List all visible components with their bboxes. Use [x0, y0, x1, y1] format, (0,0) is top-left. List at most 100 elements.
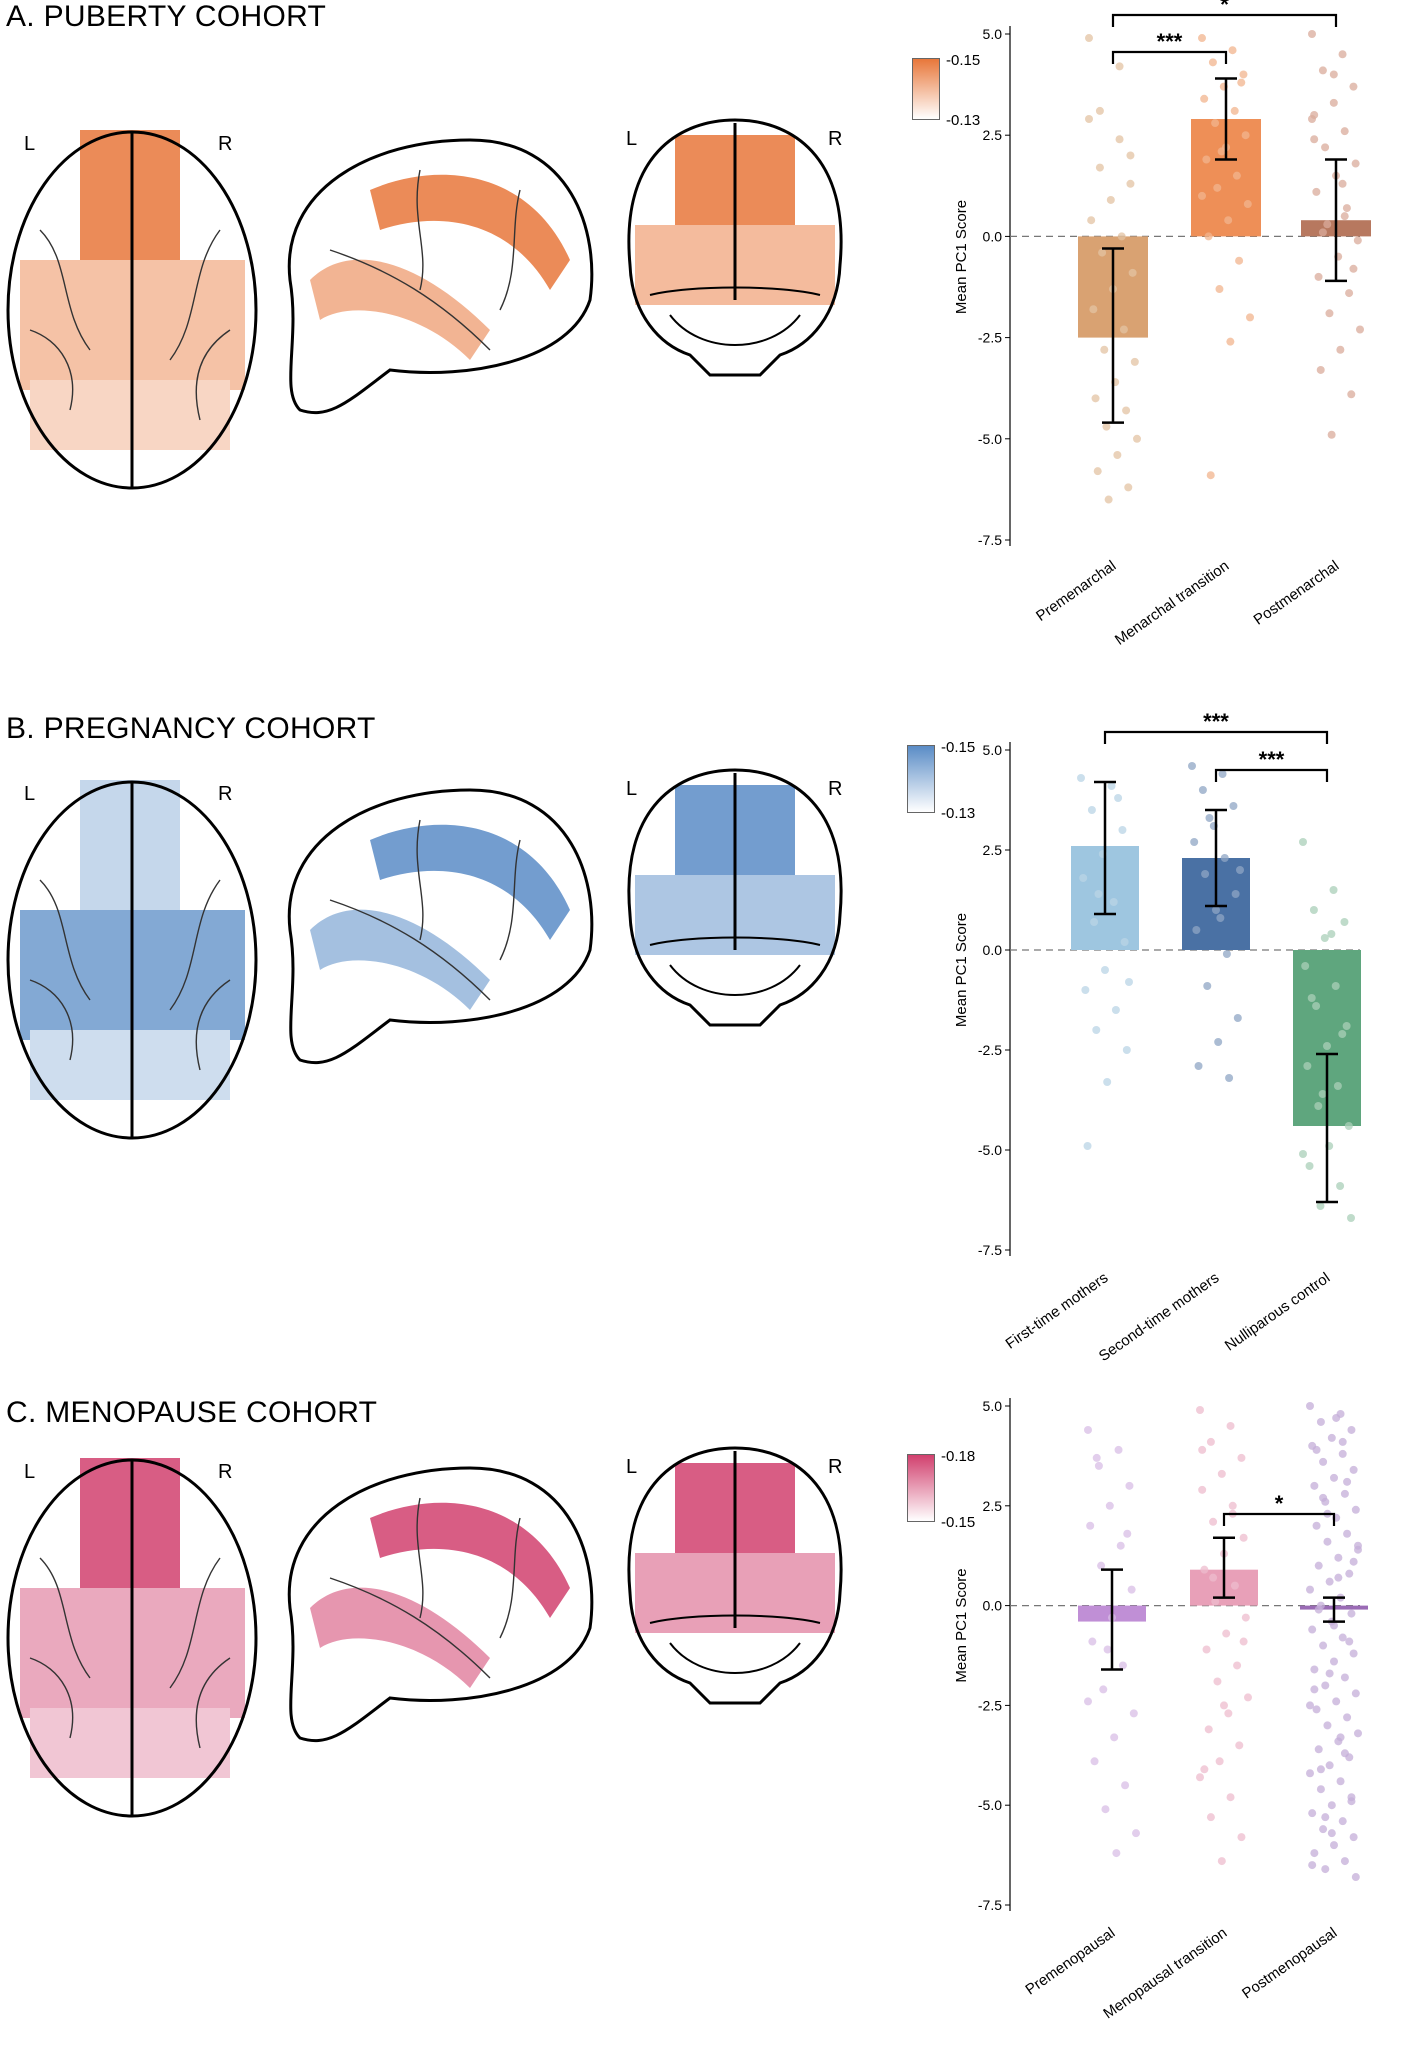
data-point	[1085, 115, 1093, 124]
data-point	[1305, 1162, 1314, 1170]
side-label-left: L	[626, 778, 637, 800]
data-point	[1347, 1425, 1356, 1434]
data-point	[1327, 930, 1336, 938]
y-tick-label: 5.0	[983, 26, 1003, 42]
colorbar-swatch	[912, 58, 940, 120]
data-point	[1196, 1405, 1204, 1414]
data-point	[1343, 1713, 1352, 1722]
data-point	[1316, 1202, 1325, 1210]
data-point	[1094, 1461, 1103, 1470]
data-point	[1336, 1733, 1345, 1742]
data-point	[1239, 1637, 1248, 1646]
data-point	[1198, 1445, 1207, 1454]
data-point	[1308, 1625, 1317, 1634]
data-point	[1329, 98, 1338, 107]
side-label-right: R	[218, 783, 232, 805]
data-point	[1338, 1030, 1347, 1038]
data-point	[1323, 1537, 1332, 1546]
data-point	[1318, 66, 1327, 75]
significance-bracket	[1222, 1512, 1336, 1526]
data-point	[1351, 159, 1360, 168]
y-tick-label: -2.5	[978, 330, 1002, 346]
data-point	[1121, 1781, 1130, 1790]
x-tick-label: Premenopausal	[1022, 1924, 1118, 1998]
data-point	[1127, 1585, 1136, 1594]
data-point	[1081, 986, 1090, 994]
data-point	[1220, 854, 1229, 862]
y-axis-label: Mean PC1 Score	[953, 1568, 970, 1682]
data-point	[1340, 1673, 1349, 1682]
data-point	[1123, 1529, 1132, 1538]
y-tick-label: -5.0	[978, 431, 1002, 447]
data-point	[1222, 1629, 1231, 1638]
data-point	[1308, 115, 1316, 124]
data-point	[1099, 1685, 1108, 1694]
data-point	[1349, 1465, 1358, 1474]
data-point	[1231, 890, 1240, 898]
data-point	[1124, 483, 1133, 492]
data-point	[1340, 918, 1349, 926]
data-point	[1104, 495, 1113, 504]
x-tick-label: Postmenarchal	[1251, 557, 1343, 628]
sagittal-view	[287, 138, 594, 415]
data-point	[1325, 309, 1334, 318]
activation-region	[370, 1502, 570, 1618]
data-point	[1092, 1026, 1101, 1034]
data-point	[1084, 1697, 1092, 1706]
data-point	[1342, 1022, 1351, 1030]
activation-region	[310, 1587, 490, 1688]
coronal-outline	[627, 768, 843, 1027]
data-point	[1347, 1214, 1355, 1222]
side-label-right: R	[828, 128, 842, 150]
sulci-lines	[329, 1497, 521, 1679]
data-point	[1090, 918, 1099, 926]
data-point	[1301, 962, 1310, 970]
data-point	[1308, 30, 1316, 38]
data-point	[1237, 78, 1246, 87]
side-label-right: R	[218, 1461, 232, 1483]
y-tick-label: -7.5	[978, 532, 1002, 548]
x-tick-label: Menarchal transition	[1112, 557, 1232, 648]
data-point	[1314, 1102, 1323, 1110]
data-point	[1334, 1553, 1343, 1562]
colorbar-max-label: -0.18	[941, 1448, 976, 1465]
data-point	[1330, 1473, 1338, 1482]
data-point	[1125, 1481, 1134, 1490]
data-point	[1206, 471, 1215, 480]
coronal-outline	[627, 1446, 843, 1705]
significance-label: *	[1220, 0, 1229, 17]
side-label-right: R	[218, 133, 232, 155]
data-point	[1098, 248, 1107, 257]
data-point	[1077, 774, 1085, 782]
data-point	[1091, 394, 1100, 403]
data-point	[1312, 1445, 1321, 1454]
y-tick-label: -7.5	[978, 1897, 1002, 1913]
data-point	[1196, 1773, 1204, 1782]
data-point	[1316, 1785, 1325, 1794]
data-point	[1246, 313, 1254, 322]
data-point	[1216, 914, 1225, 922]
data-point	[1354, 1729, 1362, 1738]
data-point	[1229, 802, 1238, 810]
data-point	[1110, 1733, 1119, 1742]
data-point	[1306, 1402, 1314, 1410]
data-point	[1327, 1801, 1336, 1810]
data-point	[1349, 82, 1358, 91]
y-tick-label: -7.5	[978, 1242, 1002, 1258]
data-point	[1320, 934, 1329, 942]
data-point	[1125, 978, 1133, 986]
data-point	[1318, 1090, 1327, 1098]
data-point	[1206, 1437, 1215, 1446]
data-point	[1310, 1685, 1319, 1694]
data-point	[1353, 236, 1362, 245]
data-point	[1106, 195, 1115, 204]
data-point	[1316, 365, 1325, 374]
data-point	[1323, 1042, 1331, 1050]
